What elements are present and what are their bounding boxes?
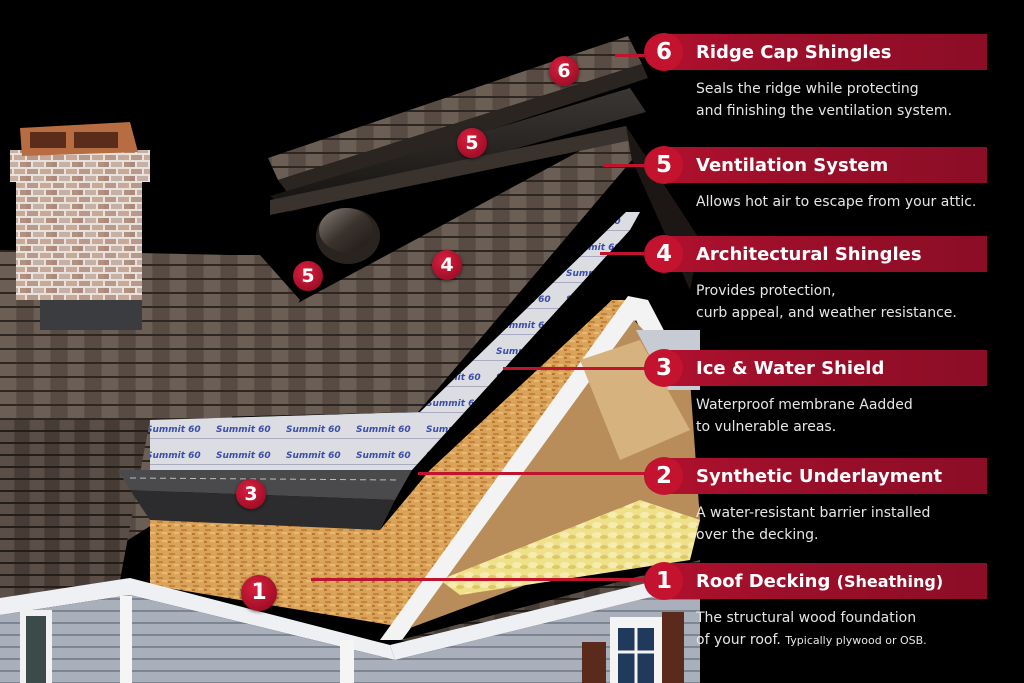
description-note: Typically plywood or OSB.	[785, 634, 927, 647]
callout-architectural-shingles: 4 Architectural Shingles Provides protec…	[644, 235, 1024, 324]
callout-ice-water-shield: 3 Ice & Water Shield Waterproof membrane…	[644, 349, 1024, 438]
callout-header: 6 Ridge Cap Shingles	[644, 33, 987, 71]
callout-description: A water-resistant barrier installed over…	[696, 502, 1024, 546]
shingle-roof-plane	[90, 126, 632, 420]
leader-line-3	[503, 367, 651, 370]
description-line: of your roof. Typically plywood or OSB.	[696, 629, 1024, 652]
callout-ridge-cap-shingles: 6 Ridge Cap Shingles Seals the ridge whi…	[644, 33, 1024, 122]
leader-line-6	[615, 54, 651, 57]
marker-roof-vent: 5	[293, 261, 323, 291]
roof-decking-sheet	[150, 300, 650, 625]
description-line: curb appeal, and weather resistance.	[696, 305, 957, 321]
description-line: Waterproof membrane Aadded	[696, 397, 913, 413]
callout-number: 4	[645, 235, 683, 273]
chimney	[10, 122, 150, 330]
callout-title: Roof Decking (Sheathing)	[696, 571, 943, 592]
roof-vent-dome	[316, 208, 380, 264]
leader-line-2	[418, 472, 651, 475]
marker-ridge-vent: 5	[457, 128, 487, 158]
callout-title: Ice & Water Shield	[696, 357, 885, 379]
description-text: of your roof.	[696, 632, 781, 648]
callout-title: Ridge Cap Shingles	[696, 41, 892, 63]
callout-header: 2 Synthetic Underlayment	[644, 457, 987, 495]
leader-line-4	[600, 252, 651, 255]
description-line: Provides protection,	[696, 283, 836, 299]
callout-description: Seals the ridge while protecting and fin…	[696, 78, 1024, 122]
callout-description: Provides protection, curb appeal, and we…	[696, 280, 1024, 324]
description-line: and finishing the ventilation system.	[696, 103, 953, 119]
callout-header: 3 Ice & Water Shield	[644, 349, 987, 387]
callout-ventilation-system: 5 Ventilation System Allows hot air to e…	[644, 146, 1024, 213]
callout-title-suffix: (Sheathing)	[836, 571, 944, 591]
marker-ice-water-shield: 3	[236, 479, 266, 509]
leader-line-1	[311, 578, 651, 581]
callout-description: The structural wood foundation of your r…	[696, 607, 1024, 652]
marker-ridge-cap: 6	[549, 56, 579, 86]
callout-number: 1	[645, 562, 683, 600]
callout-roof-decking: 1 Roof Decking (Sheathing) The structura…	[644, 562, 1024, 652]
callout-header: 1 Roof Decking (Sheathing)	[644, 562, 987, 600]
description-line: Allows hot air to escape from your attic…	[696, 194, 977, 210]
gutter	[0, 578, 395, 660]
ice-water-shield-strip	[118, 470, 412, 500]
marker-roof-decking: 1	[241, 575, 277, 611]
callout-number: 2	[645, 457, 683, 495]
callout-header: 5 Ventilation System	[644, 146, 987, 184]
callout-number: 6	[645, 33, 683, 71]
callout-description: Waterproof membrane Aadded to vulnerable…	[696, 394, 1024, 438]
callout-header: 4 Architectural Shingles	[644, 235, 987, 273]
callout-number: 5	[645, 146, 683, 184]
leader-line-5	[603, 164, 651, 167]
insulation	[440, 500, 700, 595]
callout-description: Allows hot air to escape from your attic…	[696, 191, 1024, 213]
description-line: to vulnerable areas.	[696, 419, 837, 435]
description-line: A water-resistant barrier installed	[696, 505, 931, 521]
marker-shingles: 4	[432, 250, 462, 280]
description-line: The structural wood foundation	[696, 610, 917, 626]
description-line: over the decking.	[696, 527, 819, 543]
description-line: Seals the ridge while protecting	[696, 81, 919, 97]
callout-number: 3	[645, 349, 683, 387]
ridge-cap-shape	[268, 36, 642, 180]
callout-synthetic-underlayment: 2 Synthetic Underlayment A water-resista…	[644, 457, 1024, 546]
callout-title-main: Roof Decking	[696, 570, 831, 592]
gable-trim	[380, 296, 690, 640]
callout-title: Ventilation System	[696, 154, 889, 176]
callout-title: Architectural Shingles	[696, 243, 922, 265]
callout-title: Synthetic Underlayment	[696, 465, 943, 487]
